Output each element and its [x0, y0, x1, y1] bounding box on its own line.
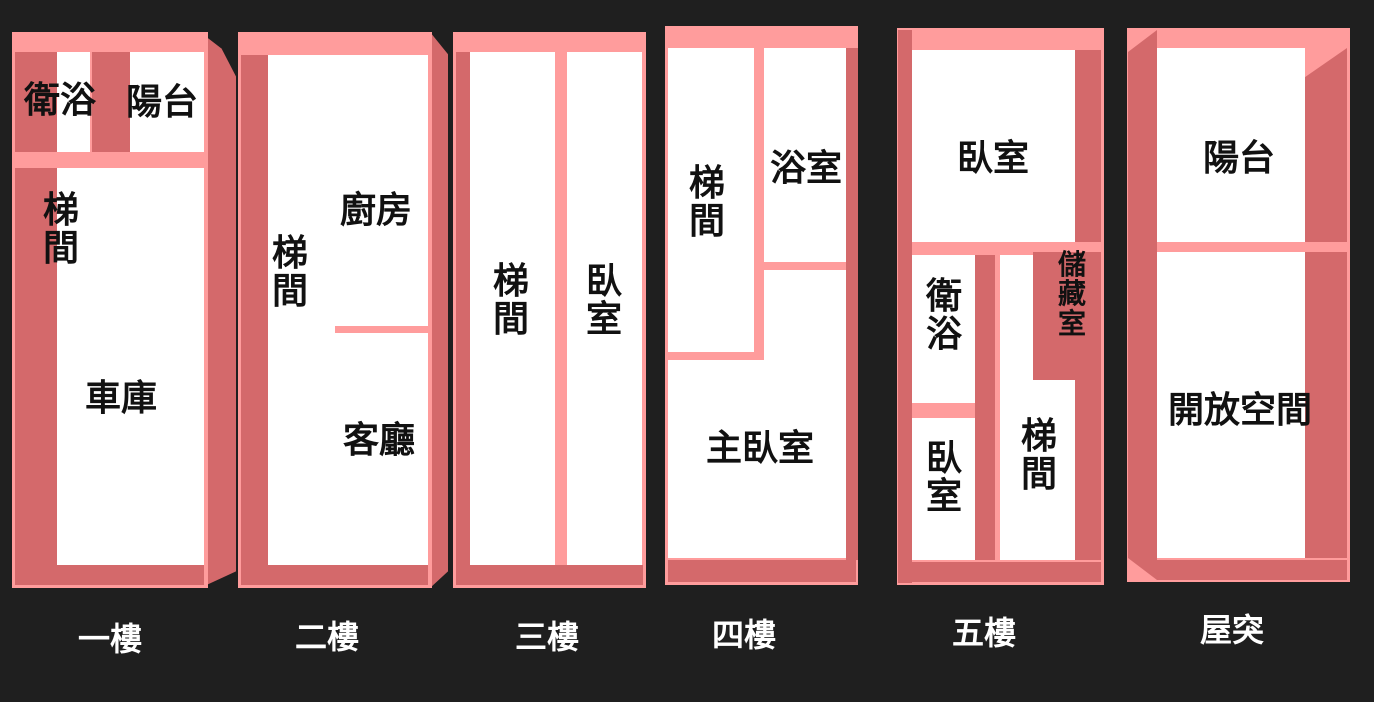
floor-caption: 五樓	[952, 614, 1017, 652]
room-storage	[1033, 252, 1101, 380]
wall	[456, 52, 470, 565]
wall	[1305, 48, 1347, 242]
room-label: 梯間	[43, 190, 80, 269]
wall	[241, 565, 428, 585]
room-bedroom	[567, 52, 642, 565]
floor-caption: 三樓	[515, 618, 580, 656]
wall	[1128, 30, 1157, 580]
room-label: 衛浴	[926, 276, 963, 355]
room-label: 陽台	[1203, 138, 1276, 179]
wall	[1075, 50, 1101, 242]
room-balcony	[1157, 48, 1305, 242]
wall	[846, 48, 858, 560]
room-label: 車庫	[85, 378, 158, 419]
wall	[912, 562, 1101, 582]
floor-caption: 二樓	[295, 618, 360, 656]
wall	[1157, 560, 1347, 580]
room-label: 衛浴	[24, 80, 97, 121]
room-garage	[57, 168, 204, 565]
room-open-space	[1157, 252, 1305, 558]
floor-caption: 一樓	[78, 620, 143, 658]
wall	[975, 255, 995, 560]
wall	[456, 565, 643, 585]
wall	[668, 560, 856, 582]
wall	[1075, 380, 1101, 560]
wall	[241, 55, 268, 565]
room-stair	[470, 52, 555, 565]
room-label: 廚房	[340, 190, 413, 231]
room-bath	[57, 52, 90, 152]
floor-caption: 四樓	[712, 616, 777, 654]
room-label: 浴室	[770, 148, 843, 189]
room-label: 梯間	[1021, 416, 1058, 495]
wall	[15, 168, 57, 565]
room-label: 陽台	[126, 82, 199, 123]
room-label: 儲藏室	[1058, 248, 1087, 340]
room-bath	[764, 48, 846, 262]
room-stair	[668, 48, 754, 352]
room-label: 梯間	[272, 233, 309, 312]
wall	[15, 565, 204, 585]
room-label: 梯間	[493, 261, 530, 340]
room-label: 主臥室	[706, 428, 815, 469]
room-bath	[912, 255, 975, 403]
room-label: 臥室	[957, 138, 1030, 179]
room-bedroom	[912, 418, 975, 560]
room-label: 開放空間	[1168, 390, 1313, 431]
wall	[92, 52, 130, 152]
room-label: 臥室	[926, 438, 963, 517]
wall	[898, 30, 912, 583]
wall	[1305, 252, 1347, 558]
room-label: 臥室	[586, 261, 623, 340]
wall	[15, 52, 57, 152]
floor-caption: 屋突	[1200, 611, 1265, 649]
room-label: 梯間	[689, 163, 726, 242]
room-master	[764, 270, 846, 360]
room-balcony	[130, 52, 204, 152]
wall-side	[430, 32, 448, 588]
room-bedroom	[912, 50, 1075, 242]
divider	[335, 326, 428, 333]
room-label: 客廳	[343, 420, 416, 461]
room-main	[268, 55, 428, 565]
room-master	[668, 360, 846, 558]
